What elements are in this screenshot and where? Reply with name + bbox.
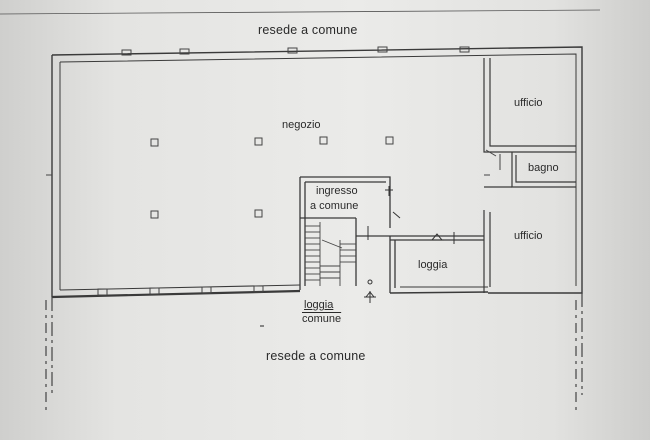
label-bagno: bagno [528, 162, 559, 174]
label-ingresso-2: a comune [310, 200, 359, 212]
sheet-top-border [0, 9, 601, 15]
interior-columns [150, 136, 394, 219]
label-ingresso-1: ingresso [316, 185, 358, 197]
label-loggia: loggia [418, 259, 448, 271]
label-ufficio-top: ufficio [514, 97, 543, 109]
outer-walls [51, 46, 583, 299]
label-resede-bottom: resede a comune [266, 349, 366, 363]
door-symbols [364, 186, 455, 303]
facade-marks [46, 46, 470, 296]
label-loggia-comune-2: comune [302, 313, 342, 325]
office-door-marks [484, 149, 501, 176]
exterior-boundary [45, 293, 583, 410]
label-negozio: negozio [282, 119, 321, 131]
label-ufficio-right: ufficio [514, 230, 543, 242]
stair-treads [305, 222, 356, 286]
label-loggia-comune-1: loggia [304, 299, 334, 311]
office-walls [483, 58, 576, 293]
label-resede-top: resede a comune [258, 23, 358, 37]
